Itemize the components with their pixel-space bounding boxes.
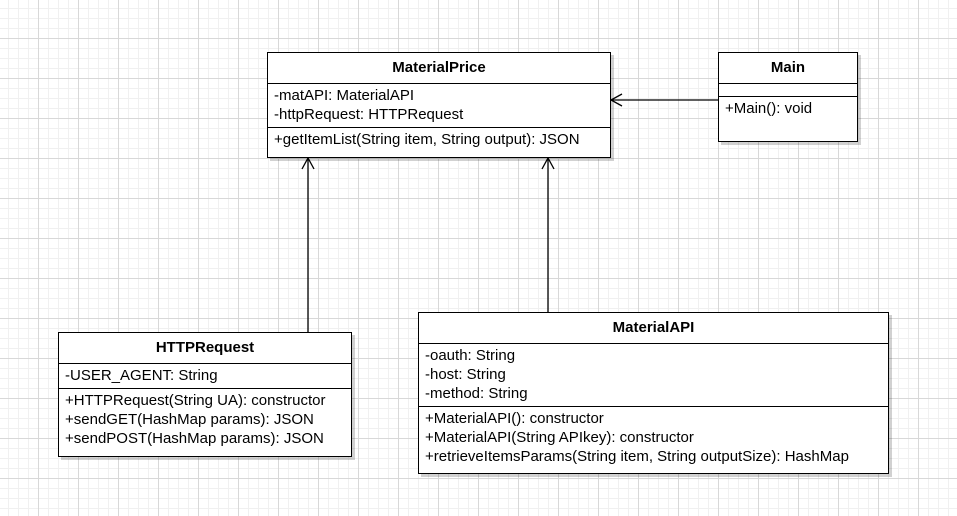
class-operation: +getItemList(String item, String output)… [274, 131, 580, 148]
class-attributes: -matAPI: MaterialAPI -httpRequest: HTTPR… [268, 83, 610, 127]
class-main[interactable]: Main +Main(): void [718, 52, 858, 142]
arrowhead-materialapi-to-materialprice [541, 156, 555, 170]
arrowhead-main-to-materialprice [609, 93, 623, 107]
class-attribute: -USER_AGENT: String [65, 367, 218, 384]
class-operations: +HTTPRequest(String UA): constructor +se… [59, 388, 351, 451]
class-attribute: -method: String [425, 385, 528, 402]
class-attribute: -host: String [425, 366, 506, 383]
class-title: Main [770, 59, 806, 76]
class-httprequest[interactable]: HTTPRequest -USER_AGENT: String +HTTPReq… [58, 332, 352, 457]
class-operation: +sendGET(HashMap params): JSON [65, 411, 314, 428]
class-title: HTTPRequest [155, 339, 255, 356]
class-operation: +retrieveItemsParams(String item, String… [425, 448, 849, 465]
class-attribute: -matAPI: MaterialAPI [274, 87, 415, 104]
class-operations: +getItemList(String item, String output)… [268, 127, 610, 152]
class-attributes: -USER_AGENT: String [59, 363, 351, 388]
class-operation: +HTTPRequest(String UA): constructor [65, 392, 326, 409]
class-operation: +MaterialAPI(): constructor [425, 410, 604, 427]
class-attributes [719, 83, 857, 96]
class-operation: +sendPOST(HashMap params): JSON [65, 430, 324, 447]
class-title: MaterialPrice [392, 59, 486, 76]
class-operation: +Main(): void [725, 100, 813, 117]
class-operations: +MaterialAPI(): constructor +MaterialAPI… [419, 406, 888, 469]
class-materialapi[interactable]: MaterialAPI -oauth: String -host: String… [418, 312, 889, 474]
arrowhead-httprequest-to-materialprice [301, 156, 315, 170]
class-operations: +Main(): void [719, 96, 857, 121]
class-title: MaterialAPI [612, 319, 695, 336]
class-operation: +MaterialAPI(String APIkey): constructor [425, 429, 694, 446]
class-attributes: -oauth: String -host: String -method: St… [419, 343, 888, 406]
class-attribute: -oauth: String [425, 347, 516, 364]
class-materialprice[interactable]: MaterialPrice -matAPI: MaterialAPI -http… [267, 52, 611, 158]
class-attribute: -httpRequest: HTTPRequest [274, 106, 464, 123]
